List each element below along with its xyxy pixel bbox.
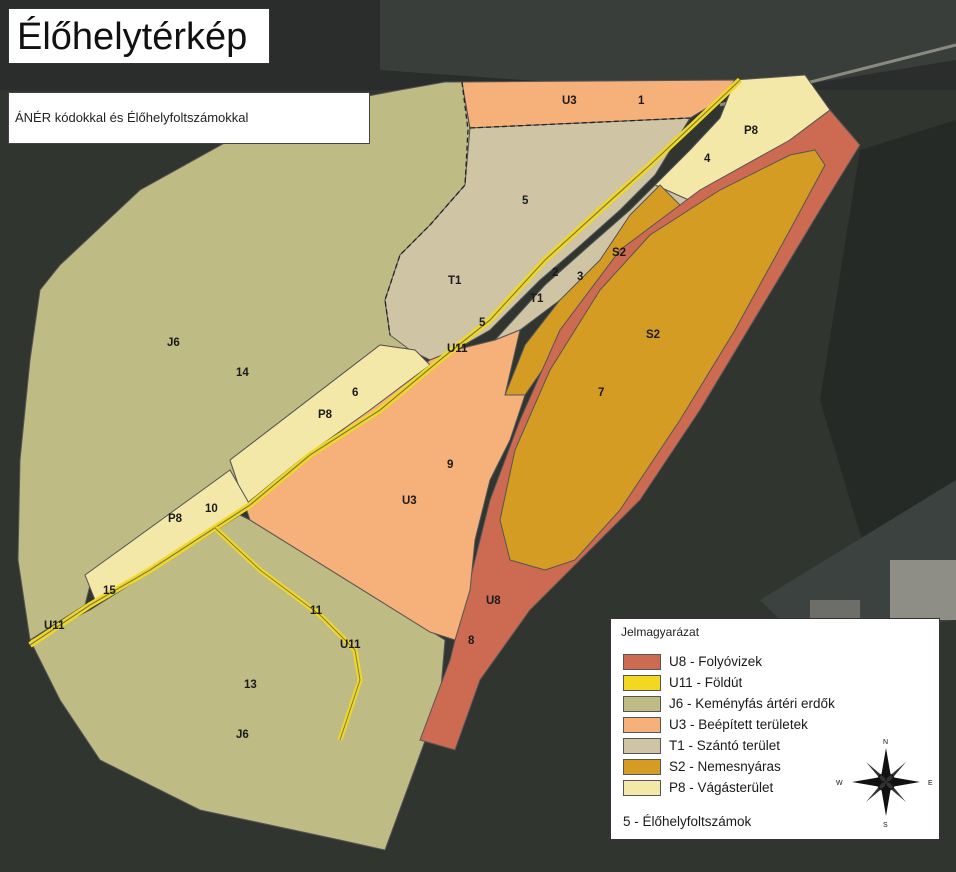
- compass-n: N: [883, 739, 888, 746]
- legend-swatch-s2: [623, 759, 661, 775]
- legend-swatch-t1: [623, 738, 661, 754]
- label-patch-11: 11: [310, 605, 323, 617]
- legend-item-t1: T1 - Szántó terület: [623, 737, 883, 755]
- map-title: Élőhelytérkép: [8, 8, 270, 64]
- legend-item-s2: S2 - Nemesnyáras: [623, 758, 883, 776]
- boundary-dashed-west: [384, 81, 469, 336]
- aerial-building-2: [810, 600, 860, 620]
- legend-swatch-u3: [623, 717, 661, 733]
- label-t1-small: T1: [530, 293, 544, 305]
- compass-e: E: [928, 780, 933, 787]
- label-j6-north: J6: [167, 337, 180, 349]
- legend-item-j6: J6 - Keményfás ártéri erdők: [623, 695, 883, 713]
- label-u3-north: U3: [562, 95, 577, 107]
- legend-item-u8: U8 - Folyóvizek: [623, 653, 883, 671]
- aerial-forest: [820, 120, 956, 600]
- label-patch-5-road: 5: [479, 317, 486, 329]
- label-patch-10: 10: [205, 503, 218, 515]
- road-u11-main-edge: [29, 79, 741, 646]
- legend-swatch-u11: [623, 675, 661, 691]
- label-patch-13: 13: [244, 679, 257, 691]
- legend-swatch-p8: [623, 780, 661, 796]
- label-p8-southwest: P8: [168, 513, 183, 525]
- boundary-dashed-north: [469, 117, 691, 129]
- legend-label: J6 - Keményfás ártéri erdők: [669, 696, 835, 711]
- label-patch-1: 1: [638, 95, 645, 107]
- label-patch-2: 2: [552, 267, 558, 279]
- legend-swatch-j6: [623, 696, 661, 712]
- aerial-field: [380, 0, 956, 95]
- legend-footnote: 5 - Élőhelyfoltszámok: [623, 814, 752, 829]
- label-s2-main: S2: [646, 329, 660, 341]
- label-j6-south: J6: [236, 729, 249, 741]
- label-patch-8: 8: [468, 635, 475, 647]
- legend-label: U11 - Földút: [669, 675, 743, 690]
- label-patch-14: 14: [236, 367, 249, 379]
- label-p8-north: P8: [744, 125, 759, 137]
- label-patch-6: 6: [352, 387, 358, 399]
- label-u11-branch: U11: [340, 639, 361, 651]
- patch-s2-main: [499, 149, 826, 571]
- label-p8-middle: P8: [318, 409, 333, 421]
- label-patch-5-north: 5: [522, 195, 529, 207]
- label-u11-north: U11: [447, 343, 468, 355]
- label-u11-west: U11: [44, 620, 65, 632]
- legend-label: U3 - Beépített területek: [669, 717, 808, 732]
- road-u11-branch-edge: [214, 527, 361, 741]
- legend-label: S2 - Nemesnyáras: [669, 759, 781, 774]
- legend-item-p8: P8 - Vágásterület: [623, 779, 883, 797]
- compass-rose-icon: N S E W: [836, 739, 933, 828]
- label-s2-strip: S2: [612, 247, 626, 259]
- aerial-building: [890, 560, 956, 620]
- label-patch-9: 9: [447, 459, 453, 471]
- legend-label: P8 - Vágásterület: [669, 780, 774, 795]
- patch-u3-north: [461, 79, 737, 129]
- legend-label: T1 - Szántó terület: [669, 738, 781, 753]
- map-subtitle: ÁNÉR kódokkal és Élőhelyfoltszámokkal: [8, 92, 370, 144]
- legend-label: U8 - Folyóvizek: [669, 654, 763, 669]
- patch-p8-middle: [229, 344, 431, 506]
- legend-title: Jelmagyarázat: [621, 625, 700, 639]
- compass-w: W: [836, 780, 843, 787]
- label-patch-3: 3: [577, 271, 583, 283]
- label-t1-north: T1: [448, 275, 462, 287]
- label-u8: U8: [486, 595, 501, 607]
- label-patch-4: 4: [704, 153, 711, 165]
- label-patch-15: 15: [103, 585, 116, 597]
- label-patch-7: 7: [598, 387, 604, 399]
- legend-item-u11: U11 - Földút: [623, 674, 883, 692]
- label-u3-central: U3: [402, 495, 417, 507]
- legend-item-u3: U3 - Beépített területek: [623, 716, 883, 734]
- legend-swatch-u8: [623, 654, 661, 670]
- compass-star: [852, 748, 920, 816]
- compass-s: S: [883, 822, 888, 828]
